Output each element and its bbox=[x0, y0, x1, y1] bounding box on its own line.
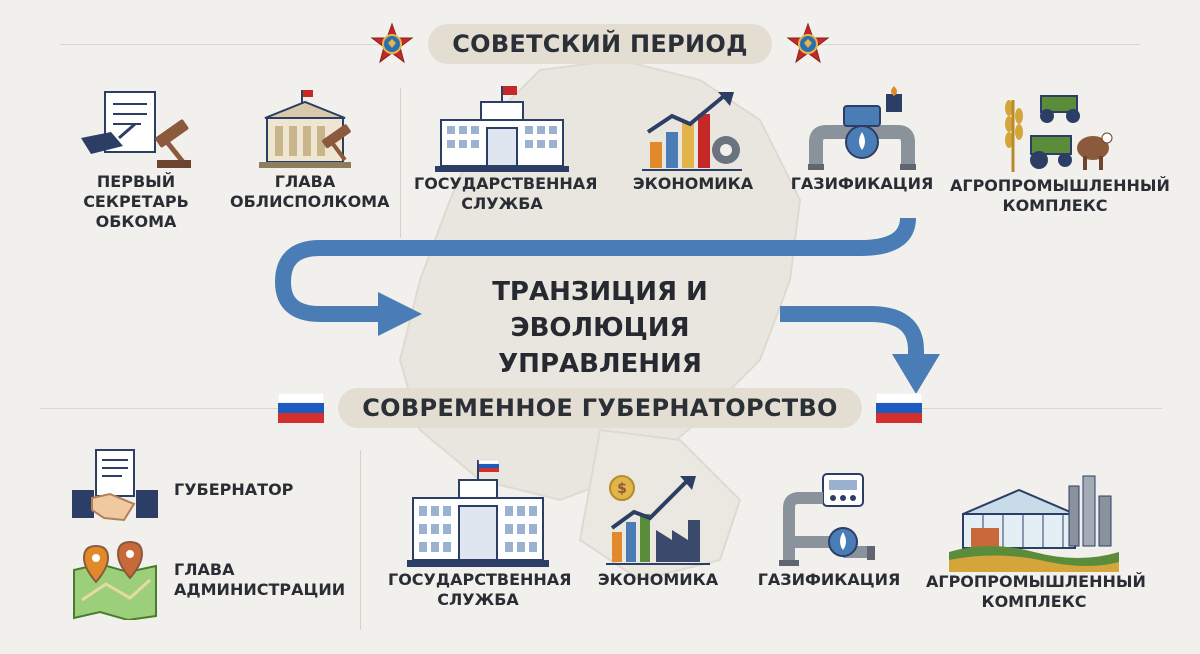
soviet-item-label: ГОСУДАРСТВЕННАЯ СЛУЖБА bbox=[414, 174, 598, 213]
soviet-emblem-icon bbox=[786, 22, 830, 64]
factory-growth-icon: $ bbox=[606, 475, 710, 565]
modern-governorship-title: СОВРЕМЕННОЕ ГУБЕРНАТОРСТВО bbox=[338, 388, 862, 428]
arrow-head-down bbox=[892, 354, 940, 394]
soviet-item-label: ПЕРВЫЙ СЕКРЕТАРЬ ОБКОМА bbox=[83, 172, 189, 231]
signing-document-icon bbox=[81, 91, 191, 168]
divider-line-top-right bbox=[820, 44, 1140, 45]
modern-item-administration-head: ГЛАВА АДМИНИСТРАЦИИ bbox=[70, 540, 345, 620]
tractor-wheat-icon bbox=[1005, 95, 1113, 172]
modern-item-gasification: ГАЗИФИКАЦИЯ bbox=[754, 470, 904, 590]
modern-item-label: ЭКОНОМИКА bbox=[597, 570, 719, 589]
arrow-head-left bbox=[378, 292, 422, 336]
modern-item-civil-service: ГОСУДАРСТВЕННАЯ СЛУЖБА bbox=[388, 458, 572, 610]
soviet-item-economy: ЭКОНОМИКА bbox=[628, 88, 758, 194]
modern-governorship-banner: СОВРЕМЕННОЕ ГУБЕРНАТОРСТВО bbox=[278, 384, 922, 432]
soviet-item-label: ЭКОНОМИКА bbox=[632, 174, 754, 193]
soviet-period-banner: СОВЕТСКИЙ ПЕРИОД bbox=[370, 20, 830, 68]
modern-item-governor: ГУБЕРНАТОР bbox=[70, 448, 293, 532]
soviet-emblem-icon bbox=[370, 22, 414, 64]
government-building-icon bbox=[435, 86, 569, 172]
soviet-item-gasification: ГАЗИФИКАЦИЯ bbox=[790, 86, 934, 194]
modern-item-label: ГУБЕРНАТОР bbox=[174, 480, 294, 499]
soviet-item-civil-service: ГОСУДАРСТВЕННАЯ СЛУЖБА bbox=[414, 84, 598, 214]
svg-text:$: $ bbox=[617, 481, 627, 497]
agro-complex-icon bbox=[949, 475, 1119, 572]
transition-line-1: ТРАНЗИЦИЯ И ЭВОЛЮЦИЯ bbox=[492, 277, 708, 343]
soviet-period-title: СОВЕТСКИЙ ПЕРИОД bbox=[428, 24, 772, 64]
divider-line-top-left bbox=[60, 44, 380, 45]
transition-line-2: УПРАВЛЕНИЯ bbox=[498, 349, 702, 379]
soviet-item-executive-head: ГЛАВА ОБЛИСПОЛКОМА bbox=[230, 88, 390, 212]
divider-vertical-top bbox=[400, 88, 401, 238]
map-pins-icon bbox=[73, 540, 157, 620]
modern-item-label: АГРОПРОМЫШЛЕННЫЙ КОМПЛЕКС bbox=[926, 572, 1146, 611]
soviet-item-label: ГАЗИФИКАЦИЯ bbox=[790, 174, 934, 193]
modern-item-label: ГЛАВА АДМИНИСТРАЦИИ bbox=[174, 560, 346, 599]
divider-line-bottom-right bbox=[892, 408, 1162, 409]
handshake-icon bbox=[72, 449, 158, 522]
soviet-item-label: АГРОПРОМЫШЛЕННЫЙ КОМПЛЕКС bbox=[950, 176, 1170, 215]
growth-chart-icon bbox=[642, 92, 742, 171]
modern-item-economy: $ ЭКОНОМИКА bbox=[596, 470, 720, 590]
divider-vertical-bottom bbox=[360, 450, 361, 630]
soviet-item-label: ГЛАВА ОБЛИСПОЛКОМА bbox=[230, 172, 390, 211]
russian-flag-icon bbox=[875, 393, 922, 423]
government-building-flag-icon bbox=[407, 459, 549, 567]
soviet-item-first-secretary: ПЕРВЫЙ СЕКРЕТАРЬ ОБКОМА bbox=[46, 88, 226, 232]
building-gavel-icon bbox=[259, 90, 351, 168]
arrow-tail-right bbox=[780, 306, 924, 356]
soviet-item-agro: АГРОПРОМЫШЛЕННЫЙ КОМПЛЕКС bbox=[950, 88, 1170, 216]
modern-item-label: ГАЗИФИКАЦИЯ bbox=[757, 570, 901, 589]
gas-pipe-icon bbox=[808, 86, 916, 170]
arrow-curve bbox=[274, 217, 916, 322]
modern-item-agro: АГРОПРОМЫШЛЕННЫЙ КОМПЛЕКС bbox=[926, 468, 1146, 612]
modern-item-label: ГОСУДАРСТВЕННАЯ СЛУЖБА bbox=[388, 570, 572, 609]
divider-line-bottom-left bbox=[40, 408, 308, 409]
russian-flag-icon bbox=[278, 393, 325, 423]
gas-meter-icon bbox=[779, 473, 875, 566]
transition-caption: ТРАНЗИЦИЯ И ЭВОЛЮЦИЯ УПРАВЛЕНИЯ bbox=[400, 274, 800, 382]
